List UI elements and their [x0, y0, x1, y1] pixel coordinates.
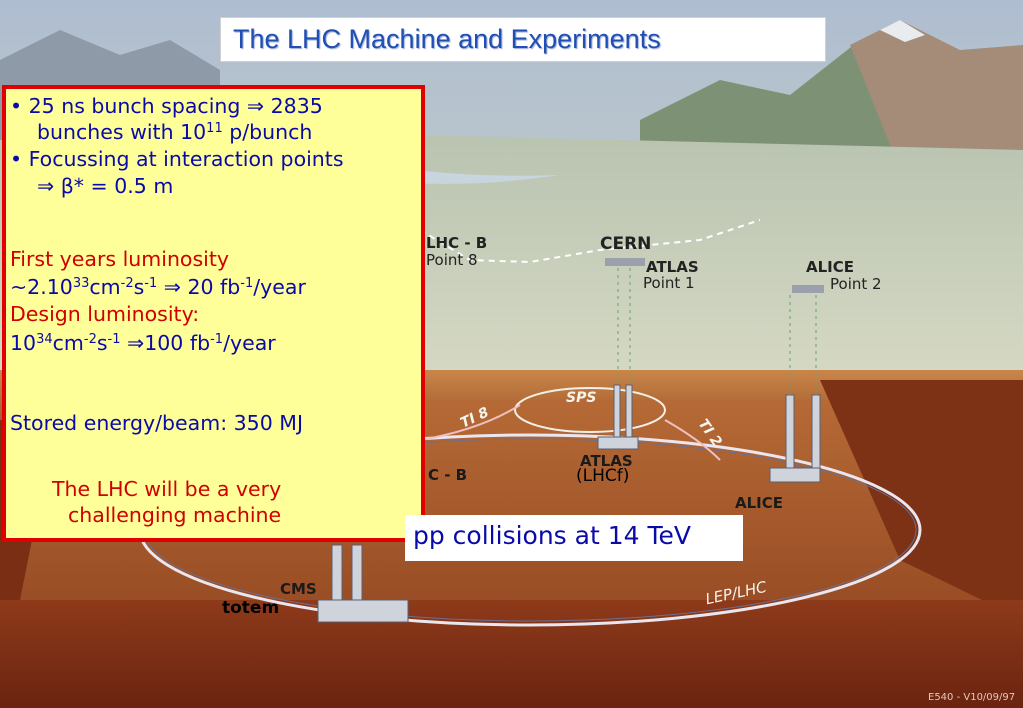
atlas-surface-building: [605, 258, 645, 266]
border-line: [419, 219, 761, 264]
slide-title: The LHC Machine and Experiments: [233, 24, 661, 54]
first-lum-sup2: -2: [120, 276, 134, 291]
lhcf-label: (LHCf): [576, 466, 630, 486]
first-lum-d: ⇒ 20 fb: [157, 275, 241, 299]
lhcb-ring-label: C - B: [428, 466, 468, 484]
first-lum-a: ~2.10: [10, 275, 73, 299]
design-lum-a: 10: [10, 331, 37, 355]
point1-label: Point 1: [643, 274, 695, 292]
design-lum-sup4: -1: [210, 332, 224, 347]
ti2-line: [664, 419, 721, 461]
design-lum-sup1: 34: [36, 332, 53, 347]
totem-label: totem: [222, 598, 280, 618]
cms-label: CMS: [280, 580, 317, 598]
collisions-box: pp collisions at 14 TeV: [405, 515, 743, 561]
first-lum-e: /year: [253, 275, 306, 299]
atlas-label: ATLAS: [646, 258, 699, 276]
design-lum-sup2: -2: [83, 332, 97, 347]
alice-shaft: [769, 394, 821, 483]
sps-ring: [514, 387, 666, 433]
beta-line: ⇒ β* = 0.5 m: [37, 174, 174, 198]
ground-front: [0, 600, 1023, 708]
atlas-dotted-link: [617, 268, 631, 385]
ground-wall-right: [820, 380, 1023, 620]
alice-label: ALICE: [806, 258, 855, 276]
bunches-line: bunches with 1011 p/bunch: [37, 120, 312, 145]
cms-shaft: [317, 544, 409, 623]
lhcb-top-label: LHC - B: [426, 234, 488, 252]
bunches-exponent: 11: [206, 121, 223, 136]
point2-label: Point 2: [830, 275, 882, 293]
sps-label: SPS: [566, 390, 597, 406]
alice-dotted-link: [789, 295, 817, 395]
bunches-unit: p/bunch: [222, 120, 313, 144]
design-lum-value: 1034cm-2s-1 ⇒100 fb-1/year: [10, 331, 276, 356]
point8-label: Point 8: [426, 251, 478, 269]
design-lum-d: ⇒100 fb: [120, 331, 211, 355]
first-lum-sup4: -1: [240, 276, 254, 291]
design-lum-sup3: -1: [107, 332, 121, 347]
mountain-snow: [880, 20, 925, 42]
stored-energy-line: Stored energy/beam: 350 MJ: [10, 411, 304, 435]
design-lum-b: cm: [52, 331, 84, 355]
alice-ring-label: ALICE: [735, 494, 784, 512]
design-lum-label: Design luminosity:: [10, 302, 200, 326]
first-lum-value: ~2.1033cm-2s-1 ⇒ 20 fb-1/year: [10, 275, 306, 300]
first-lum-b: cm: [89, 275, 121, 299]
first-lum-sup3: -1: [144, 276, 158, 291]
footer-code: E540 - V10/09/97: [928, 692, 1016, 703]
atlas-shaft: [597, 384, 639, 450]
challenge-line-1: The LHC will be a very: [52, 477, 282, 501]
first-lum-label: First years luminosity: [10, 247, 230, 271]
slide-title-box: The LHC Machine and Experiments: [220, 17, 826, 62]
design-lum-c: s: [96, 331, 108, 355]
focussing-line: • Focussing at interaction points: [10, 147, 344, 171]
alice-surface-building: [792, 285, 824, 293]
ti8-line: [419, 404, 521, 441]
atlas-ring-label: ATLAS: [580, 452, 633, 470]
first-lum-sup1: 33: [72, 276, 90, 291]
cern-label: CERN: [600, 234, 652, 254]
design-lum-e: /year: [223, 331, 276, 355]
first-lum-c: s: [133, 275, 145, 299]
bunch-spacing-line: • 25 ns bunch spacing ⇒ 2835: [10, 94, 323, 118]
challenge-line-2: challenging machine: [68, 503, 282, 527]
bunches-text: bunches with 10: [37, 120, 207, 144]
info-box: • 25 ns bunch spacing ⇒ 2835 bunches wit…: [2, 85, 425, 542]
collisions-text: pp collisions at 14 TeV: [413, 521, 691, 550]
